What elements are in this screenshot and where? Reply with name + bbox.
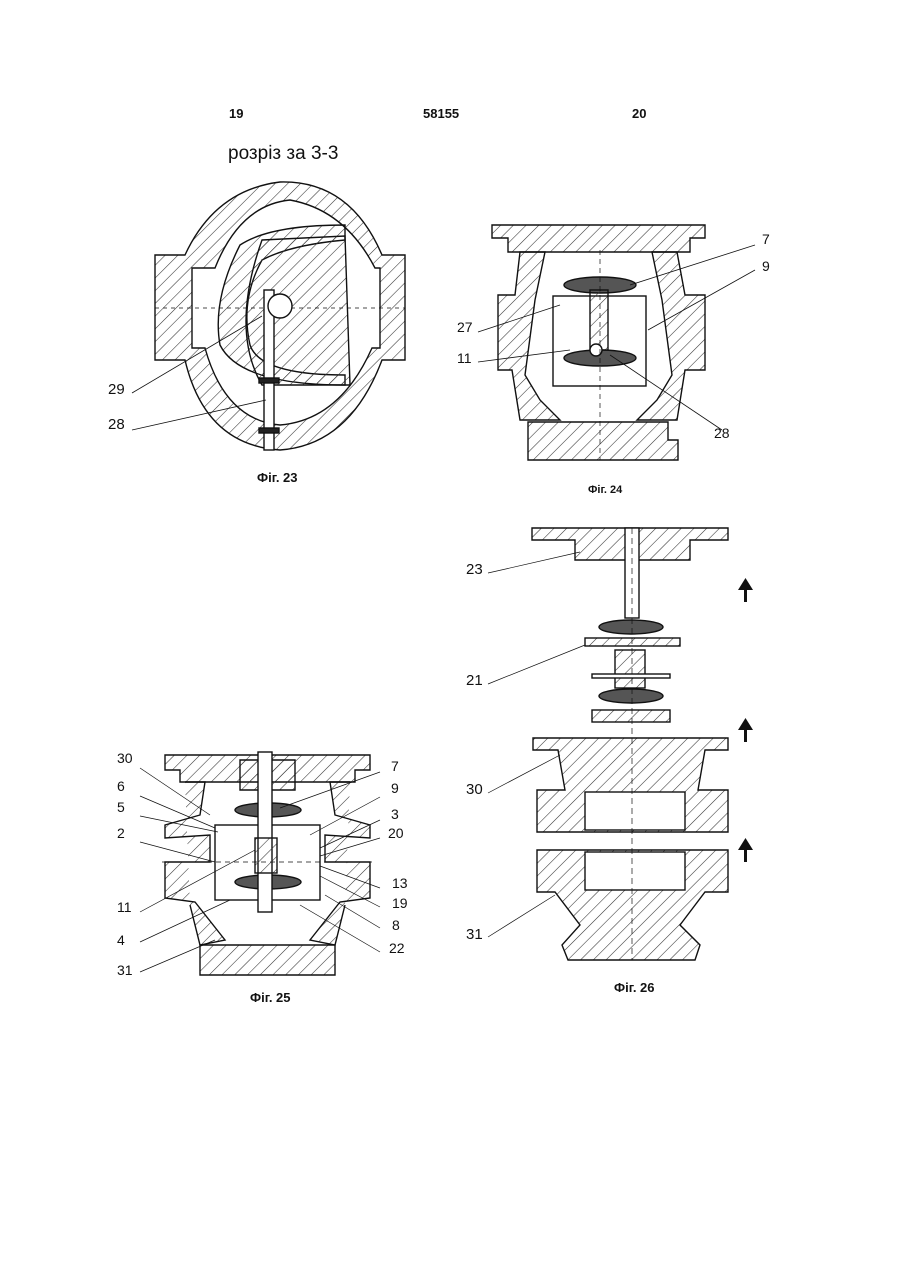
callout-19: 19 [392, 895, 408, 911]
up-arrow-icon [738, 838, 753, 862]
callout-28: 28 [714, 425, 730, 441]
callout-13: 13 [392, 875, 408, 891]
figure-caption: Фіг. 24 [588, 484, 622, 496]
callout-29: 29 [108, 381, 125, 398]
figure-26-drawing [488, 528, 728, 960]
callout-11: 11 [457, 350, 472, 366]
callout-20: 20 [388, 825, 404, 841]
figure-23-drawing [132, 182, 405, 450]
figure-caption: Фіг. 25 [250, 990, 291, 1005]
callout-9: 9 [391, 780, 399, 796]
callout-31: 31 [117, 962, 133, 978]
callout-3: 3 [391, 806, 399, 822]
callout-30: 30 [466, 781, 483, 798]
callout-4: 4 [117, 932, 125, 948]
callout-11: 11 [117, 899, 132, 915]
callout-27: 27 [457, 319, 473, 335]
callout-23: 23 [466, 561, 483, 578]
figure-caption: Фіг. 26 [614, 980, 655, 995]
callout-28: 28 [108, 416, 125, 433]
callout-8: 8 [392, 917, 400, 933]
callout-21: 21 [466, 672, 483, 689]
callout-30: 30 [117, 750, 133, 766]
callout-6: 6 [117, 778, 125, 794]
callout-9: 9 [762, 258, 770, 274]
figure-25-drawing [140, 752, 380, 975]
up-arrow-icon [738, 578, 753, 602]
callout-7: 7 [762, 231, 770, 247]
callout-2: 2 [117, 825, 125, 841]
callout-31: 31 [466, 926, 483, 943]
up-arrow-icon [738, 718, 753, 742]
callout-5: 5 [117, 799, 125, 815]
figure-caption: Фіг. 23 [257, 470, 298, 485]
callout-22: 22 [389, 940, 405, 956]
callout-7: 7 [391, 758, 399, 774]
